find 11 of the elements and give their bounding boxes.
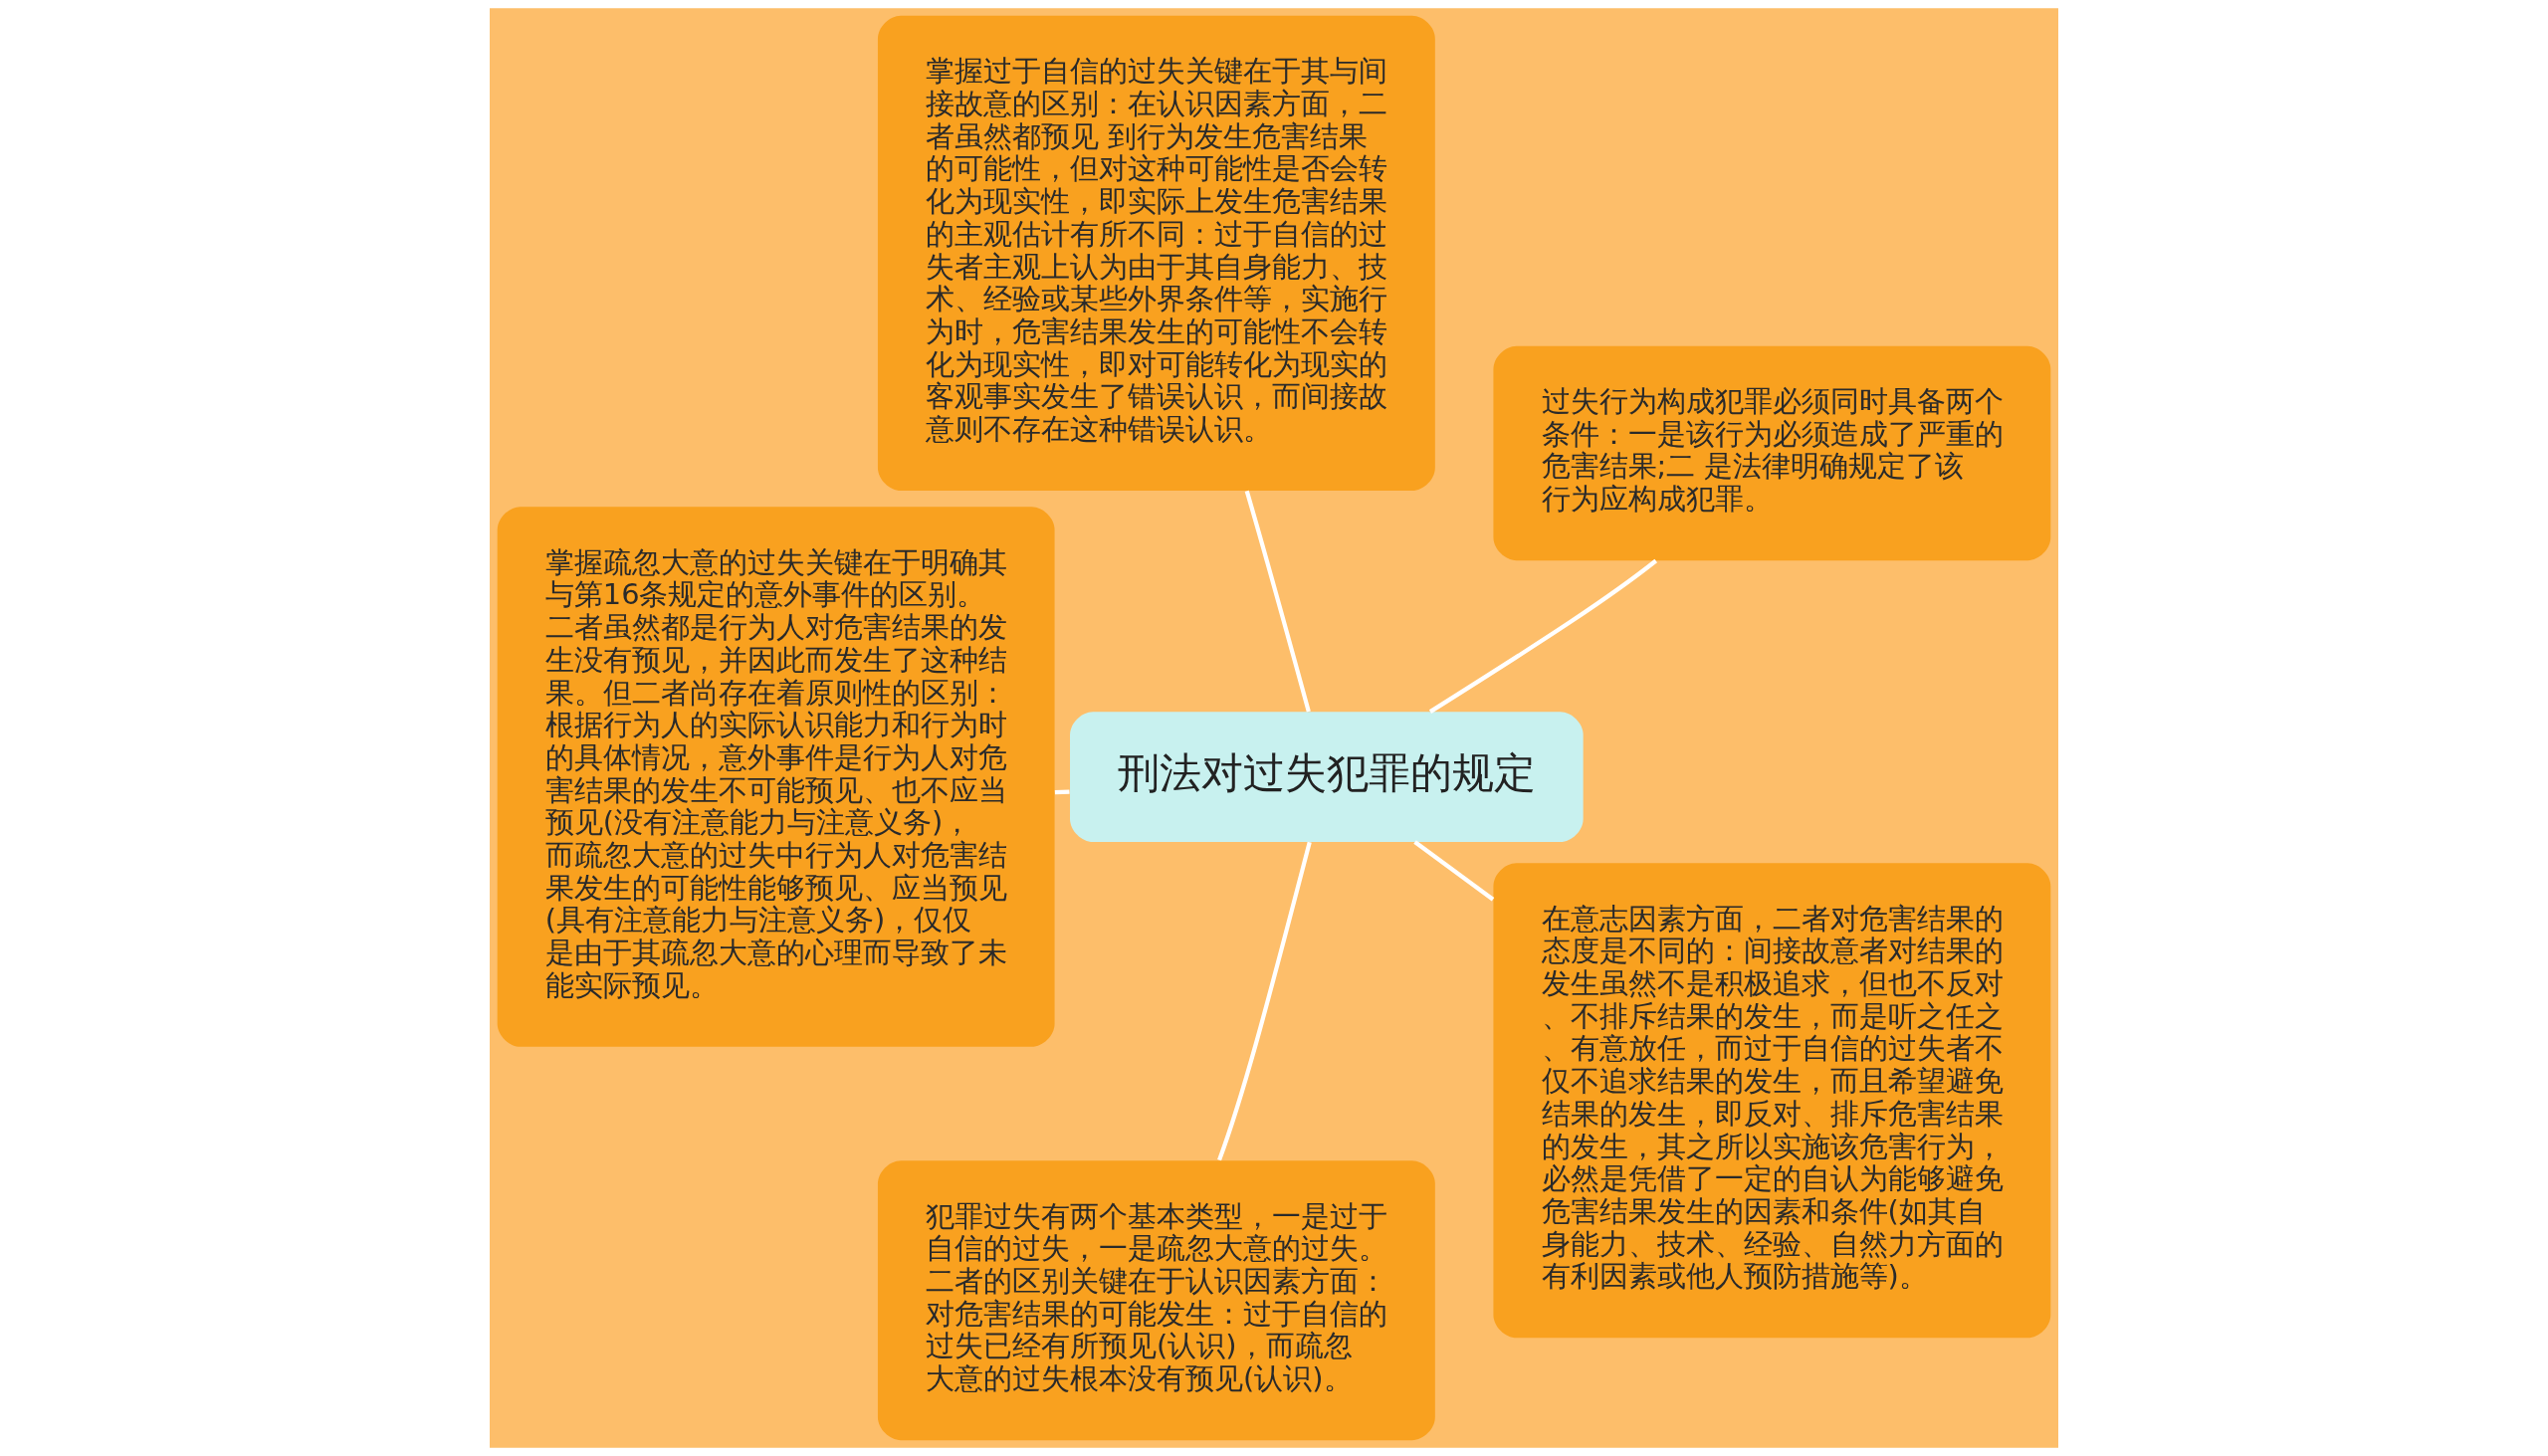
node-box: 过失行为构成犯罪必须同时具备两个条件：一是该行为必须造成了严重的危害结果;二 是法律明确规定了该行为应构成犯罪。 — [1493, 345, 2051, 561]
node-box: 在意志因素方面，二者对危害结果的态度是不同的：间接故意者对结果的发生虽然不是积极追求，但也不反对、不排斥结果的发生，而是听之任之、有意放任，而过于自信的过失者不仅不追求结果的发生，而且希望避免结果的发生，即反对、排斥危害结果的发生，其之所以实施该危害行为，必然是凭借了一定的自认为能够避免危害结果发生的因素和条件(如其自身能力、技术、经验、自然力方面的有利因素或他人预防措施等)。 — [1493, 863, 2051, 1339]
connector — [1244, 490, 1311, 713]
node-box: 掌握过于自信的过失关键在于其与间接故意的区别：在认识因素方面，二者虽然都预见 到行为发生危害结果的可能性，但对这种可能性是否会转化为现实性，即实际上发生危害结果的主观估计有所不同：过于自信的过失者主观上认为由于其自身能力、技术、经验或某些外界条件等，实施行为时，危害结果发生的可能性不会转化为现实性，即对可能转化为现实的客观事实发生了错误认识，而间接故意则不存在这种错误认识。 — [877, 15, 1435, 491]
connector — [1428, 558, 1657, 714]
connector — [1217, 841, 1312, 1161]
node-box: 犯罪过失有两个基本类型，一是过于自信的过失，一是疏忽大意的过失。二者的区别关键在于认识因素方面：对危害结果的可能发生：过于自信的过失已经有所预见(认识)，而疏忽大意的过失根本没有预见(认识)。 — [877, 1160, 1435, 1441]
node-box: 刑法对过失犯罪的规定 — [1070, 712, 1584, 842]
connector — [1054, 789, 1070, 795]
node-box: 掌握疏忽大意的过失关键在于明确其与第16条规定的意外事件的区别。二者虽然都是行为人对危害结果的发生没有预见，并因此而发生了这种结果。但二者尚存在着原则性的区别：根据行为人的实际认识能力和行为时的具体情况，意外事件是行为人对危害结果的发生不可能预见、也不应当预见(没有注意能力与注意义务)，而疏忽大意的过失中行为人对危害结果发生的可能性能够预见、应当预见(具有注意能力与注意义务)，仅仅是由于其疏忽大意的心理而导致了未能实际预见。 — [497, 507, 1055, 1047]
connector — [1413, 840, 1495, 902]
